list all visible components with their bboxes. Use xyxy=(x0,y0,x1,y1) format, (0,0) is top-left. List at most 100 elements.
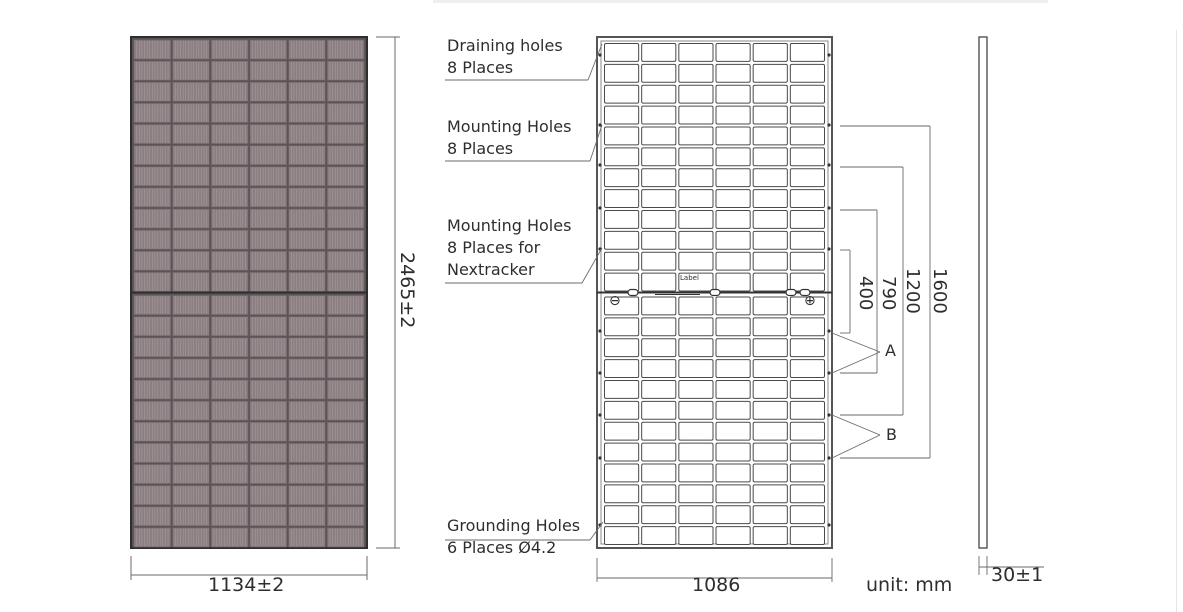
frame-hole xyxy=(827,371,831,375)
back-cell xyxy=(604,63,640,83)
back-cell xyxy=(678,147,714,167)
right-edge-line xyxy=(1176,30,1177,612)
back-cell xyxy=(641,505,677,525)
back-cell xyxy=(789,63,825,83)
back-cell xyxy=(678,296,714,316)
back-cell xyxy=(715,296,751,316)
back-cell xyxy=(752,421,788,441)
back-cell xyxy=(604,251,640,271)
back-cell xyxy=(752,168,788,188)
frame-hole xyxy=(827,206,831,210)
back-cell xyxy=(715,463,751,483)
back-cell xyxy=(678,63,714,83)
back-cell xyxy=(604,400,640,420)
back-cell xyxy=(715,251,751,271)
back-cell xyxy=(752,84,788,104)
back-cell xyxy=(789,210,825,229)
unit-label: unit: mm xyxy=(866,574,953,596)
back-cell xyxy=(641,484,677,504)
back-cell xyxy=(789,421,825,441)
back-cell xyxy=(789,317,825,337)
frame-hole xyxy=(827,247,831,251)
back-cell xyxy=(604,189,640,208)
frame-hole xyxy=(827,413,831,417)
callout-line: 8 Places xyxy=(447,139,514,158)
back-cell xyxy=(678,442,714,462)
back-cell xyxy=(678,463,714,483)
back-cell xyxy=(789,359,825,378)
side-panel-view xyxy=(978,36,988,549)
back-cell xyxy=(678,168,714,188)
back-cell xyxy=(752,505,788,525)
back-cell xyxy=(678,359,714,378)
frame-hole xyxy=(598,456,602,460)
back-cell xyxy=(789,126,825,146)
callout-line: Mounting Holes xyxy=(447,216,572,235)
frame-hole xyxy=(598,53,602,57)
back-cell xyxy=(752,338,788,358)
grounding-leader xyxy=(589,521,604,541)
back-cell xyxy=(752,230,788,250)
back-cell xyxy=(715,126,751,146)
back-cell xyxy=(641,296,677,316)
back-cell xyxy=(715,400,751,420)
back-cell xyxy=(641,126,677,146)
frame-hole xyxy=(827,53,831,57)
draining-leader xyxy=(587,43,603,81)
back-cell xyxy=(752,380,788,399)
junction-connector xyxy=(785,288,797,297)
back-cell xyxy=(678,526,714,545)
back-cell xyxy=(641,359,677,378)
back-cell xyxy=(604,43,640,62)
back-cell xyxy=(789,105,825,125)
back-cell xyxy=(715,105,751,125)
back-cell xyxy=(752,43,788,62)
back-cell xyxy=(752,484,788,504)
callout-line: Nextracker xyxy=(447,260,535,279)
back-cell xyxy=(789,230,825,250)
back-cell xyxy=(678,84,714,104)
front-height-dimension: 2465±2 xyxy=(396,252,418,329)
frame-hole xyxy=(827,123,831,127)
back-cell xyxy=(715,168,751,188)
frame-hole xyxy=(598,163,602,167)
back-cell xyxy=(789,251,825,271)
back-cell xyxy=(604,484,640,504)
back-cell xyxy=(641,43,677,62)
back-cell xyxy=(789,43,825,62)
back-width-dimension: 1086 xyxy=(692,574,741,596)
back-cell xyxy=(604,147,640,167)
back-cell xyxy=(715,317,751,337)
back-cell xyxy=(789,147,825,167)
back-cell xyxy=(789,484,825,504)
back-cell xyxy=(678,421,714,441)
back-cell xyxy=(604,338,640,358)
back-cell xyxy=(715,147,751,167)
back-cell xyxy=(715,526,751,545)
back-cell xyxy=(752,526,788,545)
dimension-lines xyxy=(130,36,1044,582)
back-cell xyxy=(715,63,751,83)
back-cell xyxy=(604,105,640,125)
back-cell xyxy=(789,189,825,208)
back-cell xyxy=(715,230,751,250)
back-cell xyxy=(678,189,714,208)
back-cell xyxy=(641,400,677,420)
back-cell xyxy=(789,442,825,462)
group-a-leader xyxy=(831,351,881,374)
spacing-dim-790: 790 xyxy=(878,276,899,311)
back-cell xyxy=(752,359,788,378)
junction-connector xyxy=(627,288,639,297)
back-cell xyxy=(678,43,714,62)
back-cell xyxy=(641,230,677,250)
back-cell xyxy=(641,526,677,545)
spacing-dim-400: 400 xyxy=(855,276,876,311)
group-b-leader xyxy=(831,414,881,436)
callout-line: Draining holes xyxy=(447,36,563,55)
back-cell xyxy=(641,380,677,399)
back-cell xyxy=(752,400,788,420)
frame-hole xyxy=(598,413,602,417)
back-cell xyxy=(752,126,788,146)
back-cell xyxy=(678,317,714,337)
